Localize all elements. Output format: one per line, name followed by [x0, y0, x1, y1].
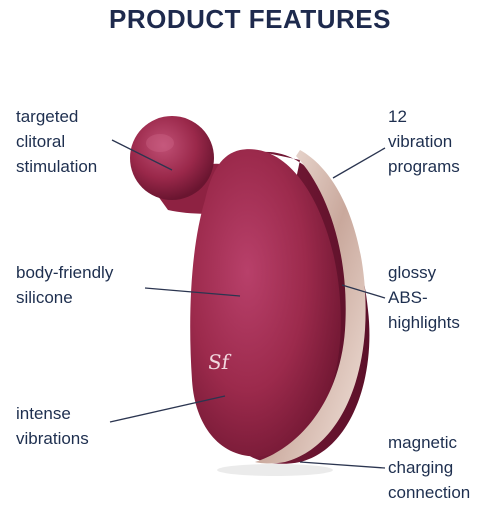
product-head — [130, 116, 214, 200]
leader-line-programs — [332, 147, 386, 179]
product-body — [190, 149, 341, 457]
feature-magnetic-charging: magnetic charging connection — [388, 433, 471, 502]
page-title: PRODUCT FEATURES — [109, 4, 391, 34]
feature-targeted-stimulation: targeted clitoral stimulation — [16, 107, 98, 176]
leader-line-charging — [299, 461, 386, 469]
feature-vibration-programs: 12 vibration programs — [388, 107, 460, 176]
leader-line-targeted — [111, 139, 173, 171]
chrome-rim — [255, 150, 366, 464]
feature-body-friendly-silicone: body-friendly silicone — [16, 263, 114, 307]
leader-lines — [109, 139, 386, 469]
leader-line-vibrations — [109, 395, 226, 423]
feature-intense-vibrations: intense vibrations — [16, 404, 89, 448]
feature-glossy-highlights: glossy ABS- highlights — [388, 263, 460, 332]
leader-line-silicone — [144, 287, 241, 297]
leader-line-highlights — [341, 284, 386, 299]
brand-logo: Sf — [206, 350, 231, 374]
